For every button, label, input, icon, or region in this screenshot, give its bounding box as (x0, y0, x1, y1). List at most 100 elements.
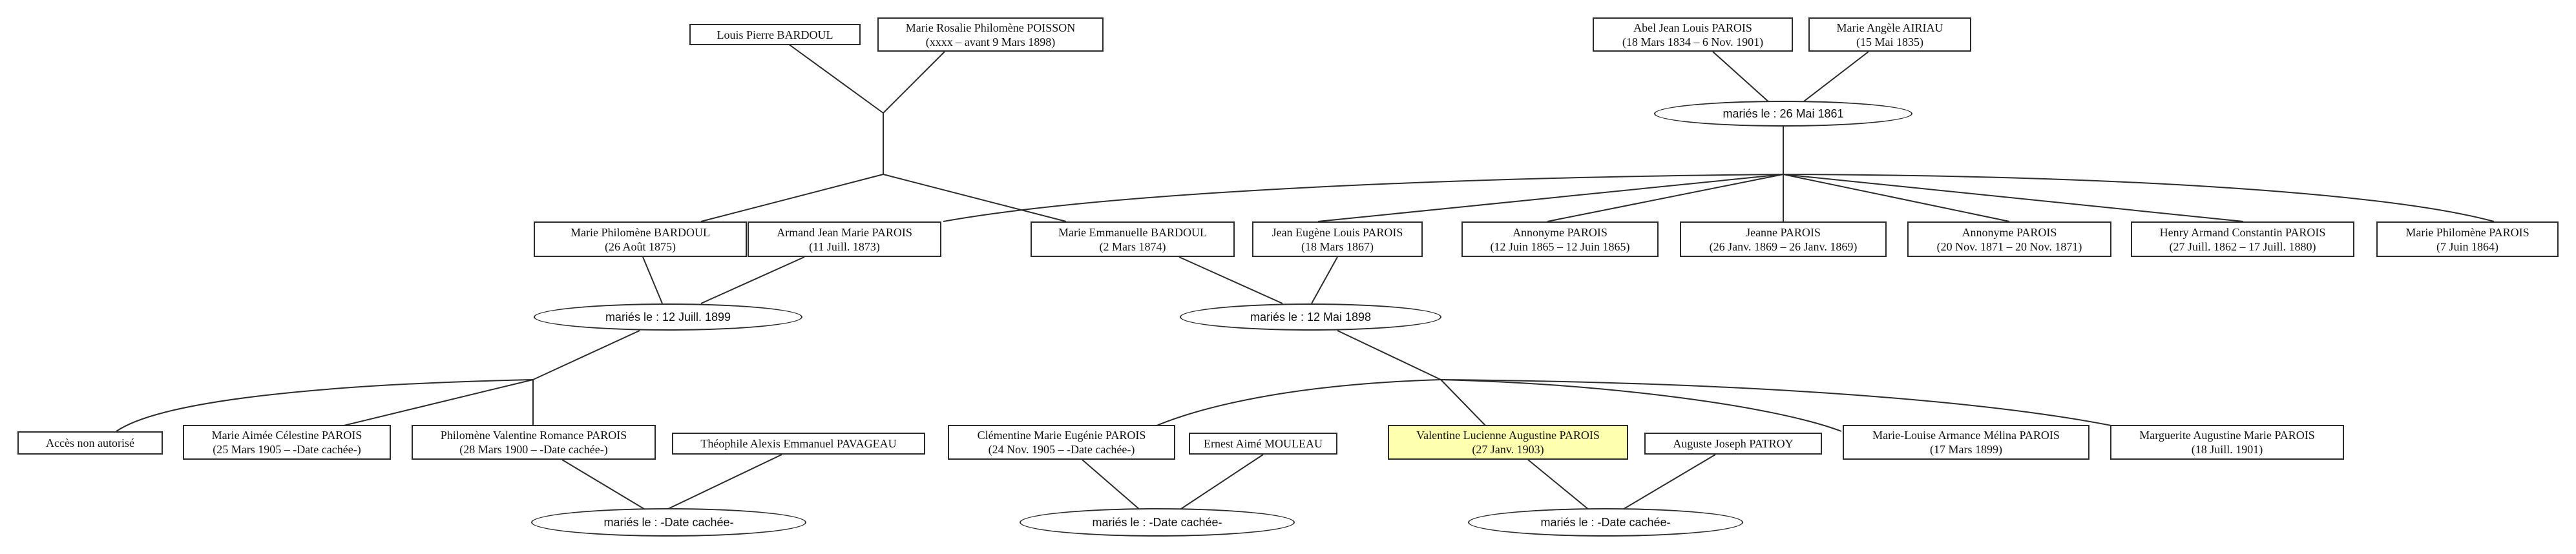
person-dates: (27 Janv. 1903) (1472, 443, 1544, 456)
person-name: Marie Aimée Célestine PAROIS (211, 429, 362, 442)
link-line (883, 51, 945, 114)
person-name: Accès non autorisé (46, 436, 134, 449)
person-louis-pierre-bardoul[interactable]: Louis Pierre BARDOUL (689, 24, 861, 45)
person-dates: (26 Janv. 1869 – 26 Janv. 1869) (1709, 240, 1858, 253)
marriage-mouleau: mariés le : -Date cachée- (1020, 508, 1295, 537)
link-line (1317, 174, 1784, 222)
person-acces-non-autorise[interactable]: Accès non autorisé (17, 431, 163, 455)
person-jeanne-parois[interactable]: Jeanne PAROIS (26 Janv. 1869 – 26 Janv. … (1680, 221, 1887, 257)
person-name: Marie-Louise Armance Mélina PAROIS (1872, 429, 2060, 442)
link-line (1440, 379, 2139, 432)
marriage-label: mariés le : -Date cachée- (1540, 515, 1671, 529)
person-name: Ernest Aimé MOULEAU (1204, 437, 1323, 450)
person-dates: (25 Mars 1905 – -Date cachée-) (213, 443, 361, 456)
person-abel-jean-louis-parois[interactable]: Abel Jean Louis PAROIS (18 Mars 1834 – 6… (1593, 17, 1793, 52)
person-dates: (15 Mai 1835) (1856, 35, 1923, 48)
link-line (1783, 174, 2495, 222)
person-marie-philomene-parois[interactable]: Marie Philomène PAROIS (7 Juin 1864) (2376, 221, 2559, 257)
person-name: Jeanne PAROIS (1746, 225, 1821, 239)
link-line (561, 459, 647, 511)
person-clementine-marie-eugenie-parois[interactable]: Clémentine Marie Eugénie PAROIS (24 Nov.… (948, 425, 1175, 460)
link-line (1621, 454, 1716, 511)
marriage-1898: mariés le : 12 Mai 1898 (1180, 303, 1441, 331)
person-name: Clémentine Marie Eugénie PAROIS (977, 429, 1146, 442)
person-name: Jean Eugène Louis PAROIS (1272, 225, 1403, 239)
link-line (1440, 379, 1487, 427)
marriage-label: mariés le : -Date cachée- (603, 515, 734, 529)
link-line (1440, 379, 1842, 432)
person-dates: (27 Juill. 1862 – 17 Juill. 1880) (2169, 240, 2316, 253)
person-dates: (2 Mars 1874) (1099, 240, 1166, 253)
person-marguerite-augustine-marie-parois[interactable]: Marguerite Augustine Marie PAROIS (18 Ju… (2110, 425, 2344, 460)
link-line (532, 330, 640, 380)
person-dates: (18 Mars 1867) (1301, 240, 1374, 253)
marriage-label: mariés le : 26 Mai 1861 (1723, 107, 1844, 120)
marriage-pavageau: mariés le : -Date cachée- (531, 508, 806, 537)
person-henry-armand-constantin-parois[interactable]: Henry Armand Constantin PAROIS (27 Juill… (2131, 221, 2354, 257)
link-line (1178, 454, 1264, 511)
link-line (1712, 51, 1771, 104)
person-name: Auguste Joseph PATROY (1673, 437, 1794, 450)
link-line (883, 174, 1067, 222)
link-line (1547, 174, 1784, 222)
person-name: Henry Armand Constantin PAROIS (2159, 225, 2326, 239)
person-dates: (xxxx – avant 9 Mars 1898) (925, 35, 1056, 48)
person-dates: (18 Mars 1834 – 6 Nov. 1901) (1622, 35, 1764, 48)
link-line (1783, 174, 2010, 222)
person-name: Théophile Alexis Emmanuel PAVAGEAU (700, 437, 897, 450)
person-name: Abel Jean Louis PAROIS (1633, 21, 1752, 34)
person-dates: (17 Mars 1899) (1930, 443, 2002, 456)
person-dates: (12 Juin 1865 – 12 Juin 1865) (1490, 240, 1630, 253)
person-name: Marie Philomène PAROIS (2405, 225, 2529, 239)
person-philomene-valentine-romance-parois[interactable]: Philomène Valentine Romance PAROIS (28 M… (412, 425, 656, 460)
person-name: Annonyme PAROIS (1962, 225, 2057, 239)
person-marie-emmanuelle-bardoul[interactable]: Marie Emmanuelle BARDOUL (2 Mars 1874) (1031, 221, 1235, 257)
person-marie-philomene-bardoul[interactable]: Marie Philomène BARDOUL (26 Août 1875) (534, 221, 747, 257)
link-line (1143, 379, 1441, 432)
person-name: Armand Jean Marie PAROIS (777, 225, 912, 239)
person-theophile-alexis-emmanuel-pavageau[interactable]: Théophile Alexis Emmanuel PAVAGEAU (672, 433, 925, 455)
link-line (1527, 459, 1590, 511)
link-line (1311, 256, 1338, 304)
person-valentine-lucienne-augustine-parois[interactable]: Valentine Lucienne Augustine PAROIS (27 … (1388, 425, 1628, 460)
person-dates: (11 Juill. 1873) (809, 240, 880, 253)
person-annonyme-parois-1871[interactable]: Annonyme PAROIS (20 Nov. 1871 – 20 Nov. … (1907, 221, 2111, 257)
person-name: Marie Emmanuelle BARDOUL (1058, 225, 1207, 239)
person-marie-angele-airiau[interactable]: Marie Angèle AIRIAU (15 Mai 1835) (1808, 17, 1971, 52)
link-line (642, 256, 663, 304)
link-line (1337, 330, 1441, 380)
link-line (700, 256, 805, 304)
person-name: Marie Philomène BARDOUL (571, 225, 710, 239)
link-line (1801, 51, 1869, 104)
person-name: Marie Rosalie Philomène POISSON (905, 21, 1076, 34)
person-name: Annonyme PAROIS (1513, 225, 1607, 239)
person-annonyme-parois-1865[interactable]: Annonyme PAROIS (12 Juin 1865 – 12 Juin … (1461, 221, 1659, 257)
person-name: Marie Angèle AIRIAU (1836, 21, 1943, 34)
link-line (788, 43, 884, 114)
link-line (700, 174, 884, 222)
person-dates: (24 Nov. 1905 – -Date cachée-) (988, 443, 1135, 456)
person-ernest-aime-mouleau[interactable]: Ernest Aimé MOULEAU (1189, 433, 1337, 455)
person-dates: (28 Mars 1900 – -Date cachée-) (459, 443, 608, 456)
person-jean-eugene-louis-parois[interactable]: Jean Eugène Louis PAROIS (18 Mars 1867) (1252, 221, 1423, 257)
person-marie-aimee-celestine-parois[interactable]: Marie Aimée Célestine PAROIS (25 Mars 19… (183, 425, 391, 460)
link-line (1178, 256, 1283, 304)
marriage-label: mariés le : 12 Juill. 1899 (605, 310, 731, 323)
marriage-label: mariés le : -Date cachée- (1092, 515, 1222, 529)
person-dates: (18 Juill. 1901) (2191, 443, 2263, 456)
link-line (1082, 459, 1141, 511)
marriage-patroy: mariés le : -Date cachée- (1468, 508, 1743, 537)
link-line (319, 379, 534, 432)
link-line (665, 454, 782, 511)
person-auguste-joseph-patroy[interactable]: Auguste Joseph PATROY (1644, 433, 1822, 455)
person-dates: (7 Juin 1864) (2436, 240, 2498, 253)
marriage-1861: mariés le : 26 Mai 1861 (1654, 101, 1912, 127)
link-line (943, 174, 1784, 222)
link-line (1783, 174, 2244, 222)
person-marie-rosalie-poisson[interactable]: Marie Rosalie Philomène POISSON (xxxx – … (877, 17, 1104, 52)
person-dates: (26 Août 1875) (605, 240, 676, 253)
person-armand-jean-marie-parois[interactable]: Armand Jean Marie PAROIS (11 Juill. 1873… (748, 221, 941, 257)
person-marie-louise-armance-melina-parois[interactable]: Marie-Louise Armance Mélina PAROIS (17 M… (1843, 425, 2089, 460)
